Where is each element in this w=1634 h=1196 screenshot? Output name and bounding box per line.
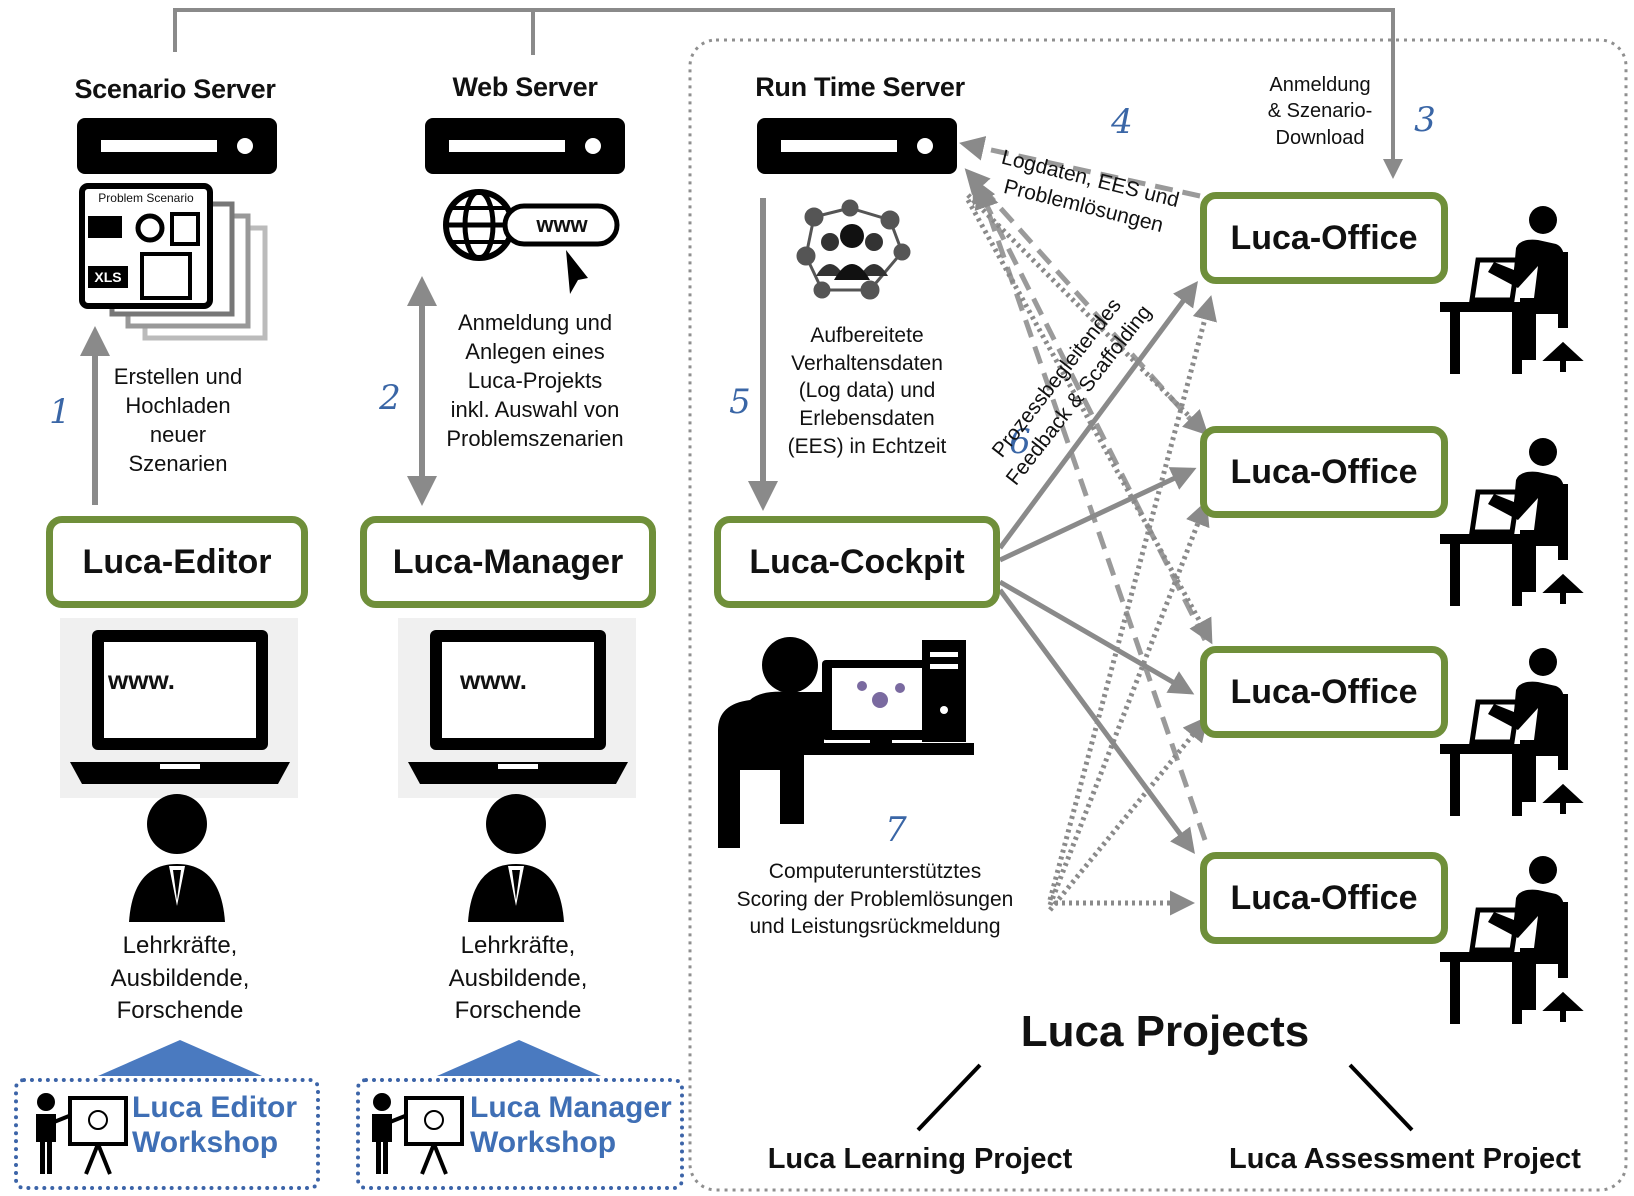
register-download-label: Anmeldung & Szenario- Download bbox=[1267, 74, 1373, 149]
top-connector bbox=[173, 8, 1403, 179]
student-icon-2 bbox=[1440, 438, 1576, 606]
step-4: 4 bbox=[1111, 102, 1133, 142]
editor-workshop-box bbox=[14, 1078, 320, 1190]
step-1: 1 bbox=[49, 392, 71, 432]
processed-data-label: Aufbereitete Verhaltensdaten (Log data) … bbox=[787, 324, 947, 458]
manager-workshop-box bbox=[356, 1078, 684, 1190]
create-upload-label: Erstellen und Hochladen neuer Szenarien bbox=[113, 364, 243, 477]
projects-branch-left bbox=[916, 1063, 982, 1132]
www-globe-label: www bbox=[536, 212, 588, 237]
projects-branch-right bbox=[1348, 1063, 1414, 1132]
globe-icon bbox=[443, 189, 620, 294]
web-server-title: Web Server bbox=[452, 72, 598, 102]
manager-workshop-title: Luca Manager Workshop bbox=[470, 1091, 672, 1160]
users-mid-label: Lehrkräfte, Ausbildende, Forschende bbox=[448, 932, 588, 1025]
scenario-doc-title: Problem Scenario bbox=[98, 191, 194, 205]
luca-editor-box: Luca-Editor bbox=[46, 516, 308, 608]
student-icon-4 bbox=[1440, 856, 1576, 1024]
teacher-icon-left bbox=[129, 794, 225, 922]
step-6: 6 bbox=[1009, 422, 1031, 462]
luca-projects-region bbox=[688, 38, 1628, 1192]
users-left-label: Lehrkräfte, Ausbildende, Forschende bbox=[110, 932, 250, 1025]
runtime-server-icon bbox=[757, 118, 957, 174]
editor-laptop-icon bbox=[60, 618, 298, 798]
step-7: 7 bbox=[885, 810, 907, 850]
computer-user-icon bbox=[718, 637, 974, 848]
luca-office-box-1: Luca-Office bbox=[1200, 192, 1448, 284]
runtime-server-title: Run Time Server bbox=[755, 72, 965, 102]
network-users-icon bbox=[796, 199, 911, 300]
luca-office-box-4: Luca-Office bbox=[1200, 852, 1448, 944]
cockpit-office-lines bbox=[997, 280, 1198, 855]
scoring-label: Computerunterstütztes Scoring der Proble… bbox=[736, 860, 1014, 939]
scenario-documents-icon bbox=[79, 183, 268, 341]
xls-label: XLS bbox=[94, 269, 122, 285]
student-icon-3 bbox=[1440, 648, 1576, 816]
workshop-pointer-left bbox=[98, 1040, 262, 1076]
scenario-server-icon bbox=[77, 118, 277, 174]
teacher-icon-mid bbox=[468, 794, 564, 922]
web-server-icon bbox=[425, 118, 625, 174]
editor-workshop-title: Luca Editor Workshop bbox=[132, 1091, 298, 1160]
luca-manager-box: Luca-Manager bbox=[360, 516, 656, 608]
workshop-pointer-mid bbox=[437, 1040, 601, 1076]
luca-cockpit-box: Luca-Cockpit bbox=[714, 516, 1000, 608]
step-3: 3 bbox=[1414, 100, 1436, 140]
assessment-project-label: Luca Assessment Project bbox=[1229, 1143, 1581, 1175]
register-project-label: Anmeldung und Anlegen eines Luca-Projekt… bbox=[446, 310, 624, 452]
scenario-server-title: Scenario Server bbox=[74, 74, 276, 104]
manager-laptop-icon bbox=[398, 618, 636, 798]
luca-projects-title: Luca Projects bbox=[1020, 1007, 1310, 1056]
luca-office-box-2: Luca-Office bbox=[1200, 426, 1448, 518]
www-screen-left: www. bbox=[108, 665, 175, 695]
step-2: 2 bbox=[379, 378, 401, 418]
learning-project-label: Luca Learning Project bbox=[767, 1143, 1073, 1175]
www-screen-mid: www. bbox=[460, 665, 527, 695]
student-icon-1 bbox=[1440, 206, 1576, 374]
luca-office-box-3: Luca-Office bbox=[1200, 646, 1448, 738]
feedback-dotted-lines bbox=[965, 193, 1217, 916]
step-5: 5 bbox=[729, 382, 751, 422]
